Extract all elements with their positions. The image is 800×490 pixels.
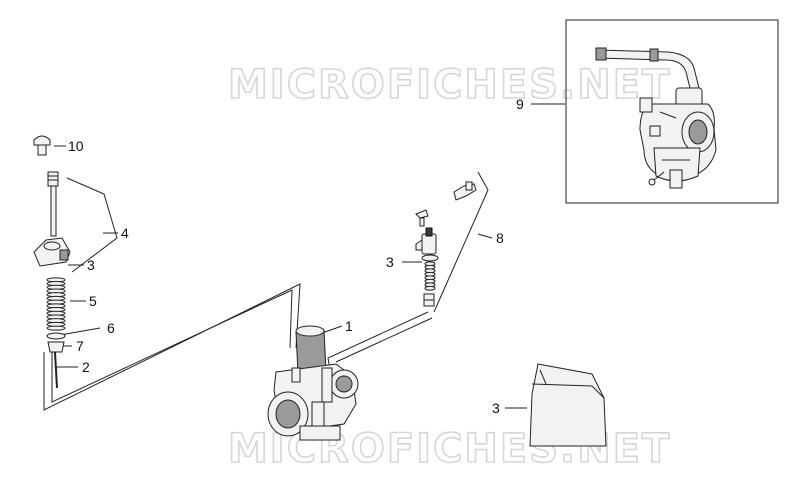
hose-routing <box>43 283 433 411</box>
screw-8-top <box>453 181 477 201</box>
callout-labels: 10 4 3 5 6 7 2 1 3 8 9 3 <box>68 96 524 416</box>
valve-3-right <box>415 227 439 262</box>
callout-4: 4 <box>121 225 129 241</box>
callout-1: 1 <box>345 318 353 334</box>
callout-8: 8 <box>496 230 504 246</box>
clip-3-left <box>33 237 71 267</box>
needle-rod-4 <box>47 171 59 237</box>
spring-5 <box>46 277 66 331</box>
jet-8 <box>423 293 435 307</box>
clip-7 <box>47 341 65 353</box>
pin-8 <box>415 209 429 227</box>
callout-3-left: 3 <box>87 257 95 273</box>
spring-8 <box>424 261 436 291</box>
carburetor-assembly-inset <box>595 47 717 189</box>
callout-7: 7 <box>76 338 84 354</box>
gasket-kit-bag <box>529 363 607 447</box>
callout-3-bottom: 3 <box>492 400 500 416</box>
leader-lines <box>54 103 565 409</box>
callout-5: 5 <box>89 293 97 309</box>
callout-6: 6 <box>107 320 115 336</box>
washer-6 <box>46 332 66 340</box>
callout-10: 10 <box>68 138 84 154</box>
callout-3-right: 3 <box>386 254 394 270</box>
needle-2 <box>54 351 58 389</box>
watermark-top: MICROFICHES.NET <box>228 62 671 108</box>
carburetor-main <box>267 325 359 441</box>
screw-10 <box>33 135 51 156</box>
callout-2: 2 <box>82 359 90 375</box>
inset-frame <box>565 19 779 204</box>
callout-9: 9 <box>516 96 524 112</box>
